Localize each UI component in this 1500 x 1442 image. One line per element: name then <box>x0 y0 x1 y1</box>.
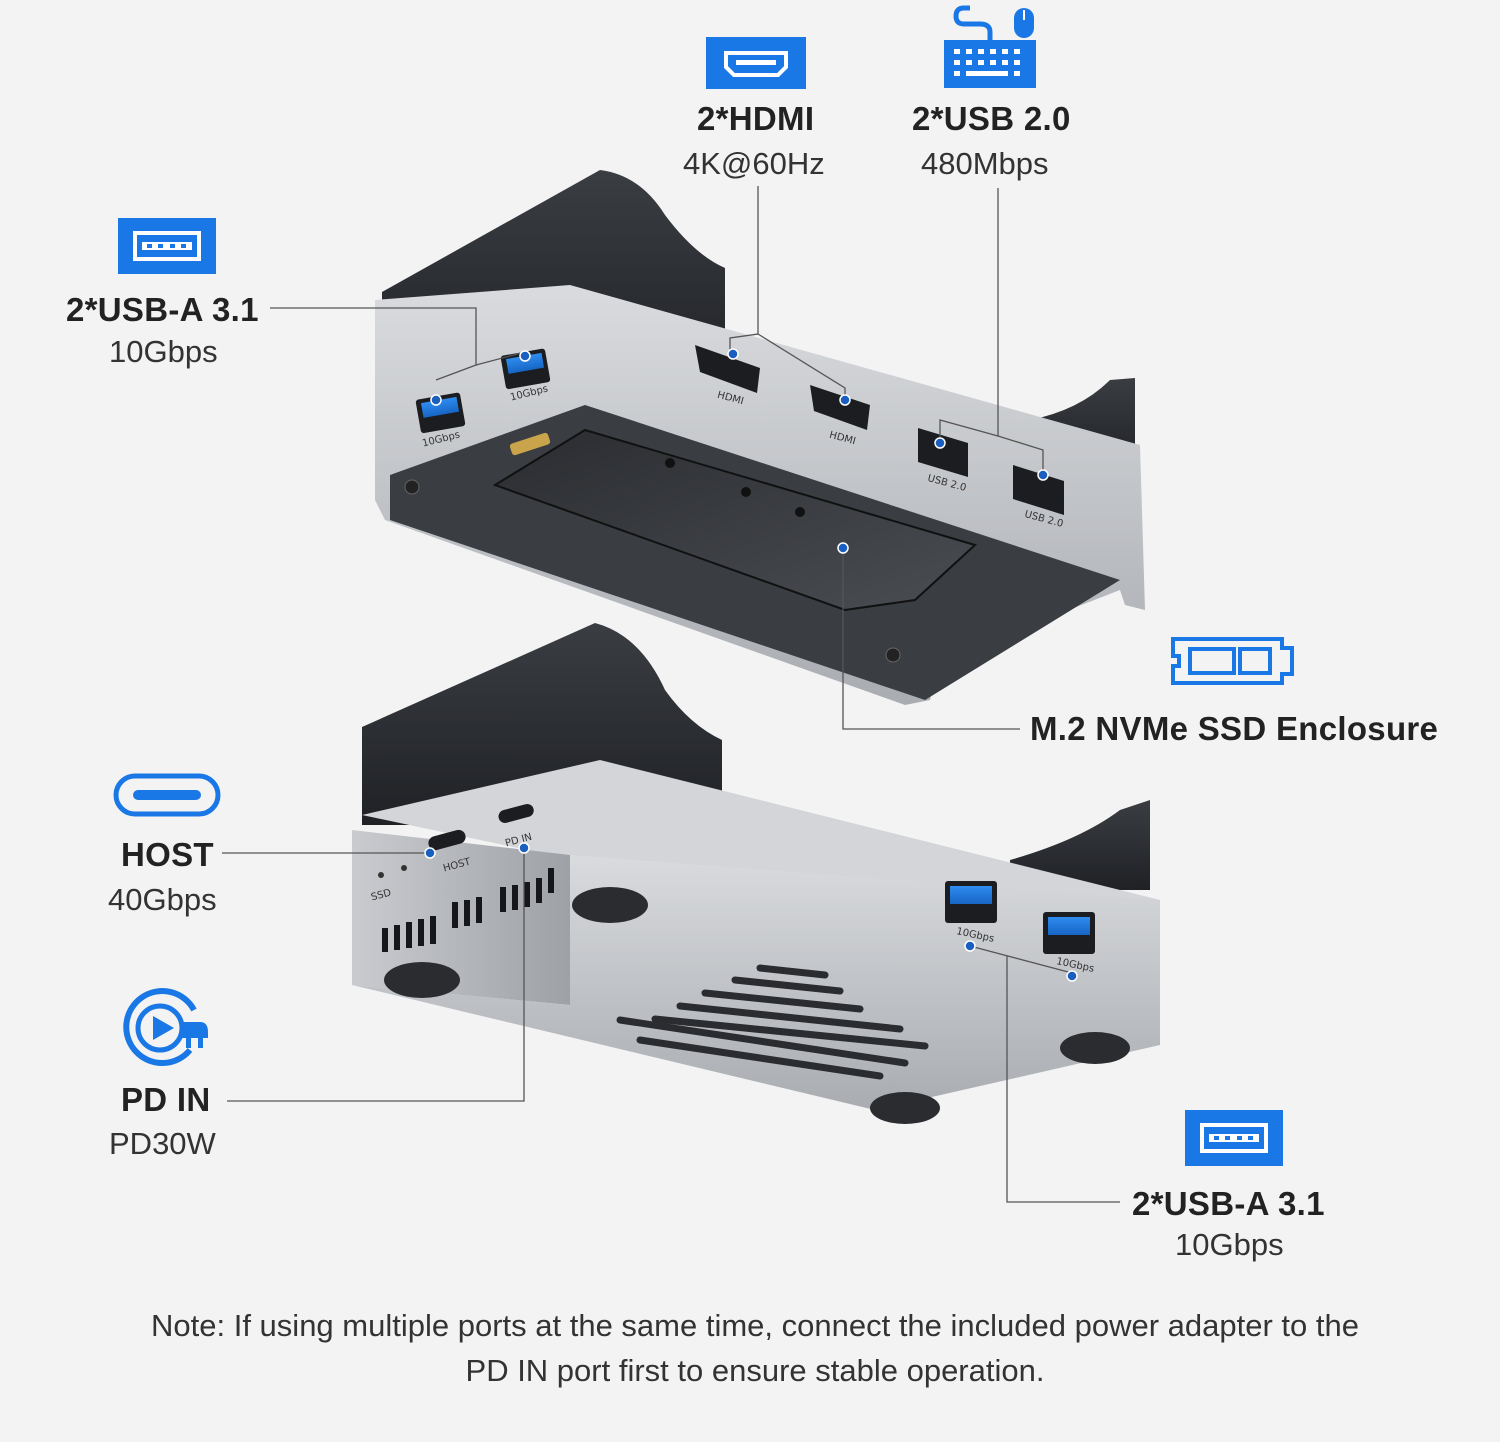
keyboard-mouse-icon <box>944 5 1036 88</box>
top-usb2-port-1 <box>918 428 968 477</box>
hdmi-spec: 4K@60Hz <box>683 146 825 181</box>
usba-top-title: 2*USB-A 3.1 <box>66 291 259 328</box>
pdin-usbc-port <box>498 804 534 823</box>
foot <box>1060 1032 1130 1064</box>
bottom-usba-port-1 <box>945 881 997 923</box>
callout-dots <box>424 348 1078 982</box>
bottom-front-face <box>352 830 570 1005</box>
top-dock-device <box>375 170 1145 705</box>
usb2-spec: 480Mbps <box>921 146 1049 181</box>
usb-c-port-icon <box>113 773 221 817</box>
hdmi-port-icon <box>706 37 806 89</box>
ssd-title: M.2 NVMe SSD Enclosure <box>1030 710 1439 747</box>
top-usba-port-2 <box>500 348 551 390</box>
bottom-stand-right <box>1010 800 1150 890</box>
pdin-spec: PD30W <box>109 1126 216 1161</box>
usba-bottom-spec: 10Gbps <box>1175 1227 1284 1262</box>
bottom-vent <box>616 964 929 1080</box>
top-hdmi-port-1 <box>695 345 760 393</box>
usba-bottom-title: 2*USB-A 3.1 <box>1132 1185 1325 1222</box>
hdmi-title: 2*HDMI <box>697 100 815 137</box>
usba-top-spec: 10Gbps <box>109 334 218 369</box>
top-usb2-port-2 <box>1013 465 1064 515</box>
top-usba-port-1 <box>415 392 466 434</box>
host-spec: 40Gbps <box>108 882 217 917</box>
foot <box>870 1092 940 1124</box>
ssd-tray <box>492 428 977 612</box>
callout-lines <box>222 186 1120 1203</box>
host-title: HOST <box>121 836 214 873</box>
foot <box>572 887 648 923</box>
bottom-dock-device <box>352 623 1160 1124</box>
pdin-title: PD IN <box>121 1081 211 1118</box>
top-hdmi-port-2 <box>810 385 870 430</box>
foot <box>384 962 460 998</box>
usb-a-port-icon <box>1185 1110 1283 1166</box>
front-grille <box>382 868 554 952</box>
bottom-usba-port-2 <box>1043 912 1095 954</box>
m2-ssd-icon <box>1171 637 1294 685</box>
usb-a-port-icon <box>118 218 216 274</box>
usage-note: Note: If using multiple ports at the sam… <box>151 1308 1359 1388</box>
power-delivery-icon <box>123 988 208 1066</box>
host-usbc-port <box>428 829 466 851</box>
usb2-title: 2*USB 2.0 <box>912 100 1071 137</box>
